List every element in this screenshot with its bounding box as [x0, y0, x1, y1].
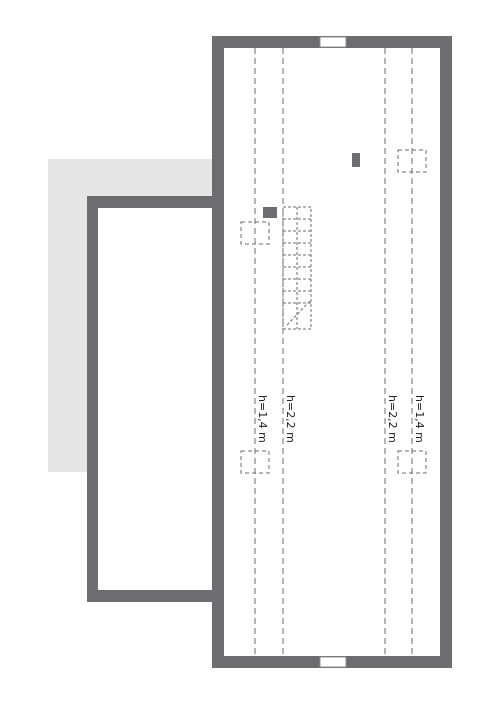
top-window — [319, 36, 347, 48]
vent-chimney-right — [352, 153, 360, 167]
roof-window-low-right — [397, 450, 427, 474]
bottom-window — [319, 656, 347, 668]
roof-window-top-right — [397, 149, 427, 173]
height-label-left-inner: h=2,2 m — [284, 395, 297, 443]
staircase — [282, 206, 312, 330]
left-wing-interior — [98, 208, 216, 590]
height-label-left-outer: h=1,4 m — [256, 395, 269, 443]
main-attic-interior — [224, 48, 440, 656]
height-label-right-inner: h=2,2 m — [386, 395, 399, 443]
vent-chimney-left — [263, 207, 277, 218]
roof-window-low-left — [240, 450, 270, 474]
roof-window-mid-left — [240, 221, 270, 245]
height-label-right-outer: h=1,4 m — [413, 395, 426, 443]
partition-wall — [212, 196, 224, 602]
